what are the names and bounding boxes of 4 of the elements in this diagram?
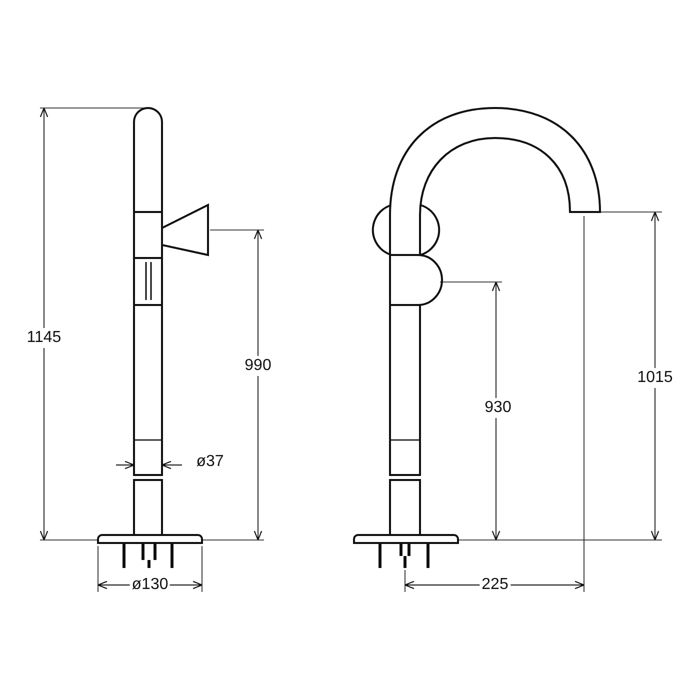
dimension-label: 1145 <box>24 328 64 348</box>
dimension-label: 1015 <box>635 368 675 388</box>
dimension-label: 930 <box>482 398 514 418</box>
dimension-label: 990 <box>242 356 274 376</box>
